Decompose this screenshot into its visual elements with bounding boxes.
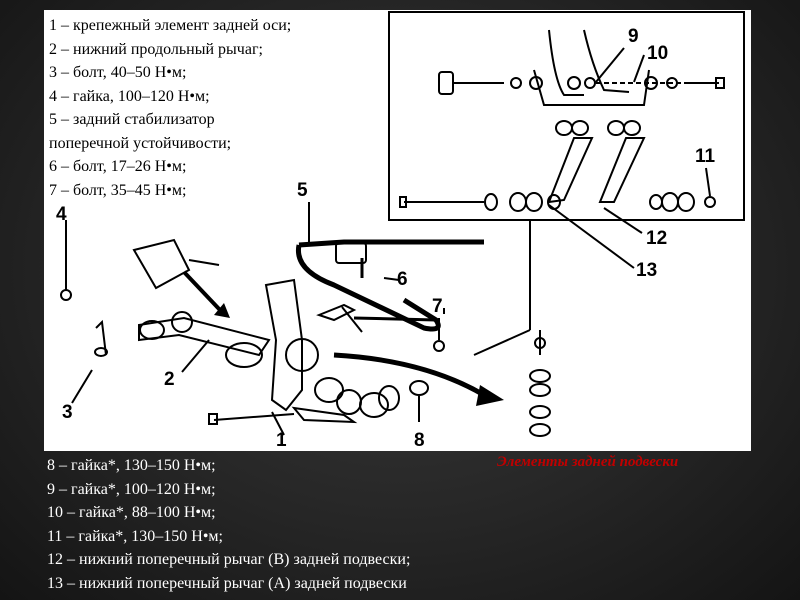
legend-item: 2 – нижний продольный рычаг; [49, 40, 263, 58]
legend-item: 3 – болт, 40–50 Н•м; [49, 64, 187, 81]
legend-item: 11 – гайка*, 130–150 Н•м; [47, 527, 223, 545]
legend-item: 7 – болт, 35–45 Н•м; [49, 181, 187, 199]
callout-7: 7 [432, 296, 443, 317]
suspension-figure: 9 10 11 12 13 5 6 7 4 2 3 1 8 1 – крепеж… [44, 10, 751, 451]
inset-frame [388, 11, 745, 221]
suspension-diagram: 9 10 11 12 13 5 6 7 4 2 3 1 8 [56, 11, 745, 451]
callout-3: 3 [62, 402, 73, 423]
legend-item: 1 – крепежный элемент задней оси; [49, 17, 292, 34]
callout-8: 8 [414, 430, 425, 451]
legend-item: поперечной устойчивости; [49, 134, 232, 152]
callout-2: 2 [164, 369, 175, 390]
callout-6: 6 [397, 269, 408, 290]
figure-caption: Элементы задней подвески [497, 454, 679, 470]
legend-item: 6 – болт, 17–26 Н•м; [49, 158, 187, 175]
legend-item: 10 – гайка*, 88–100 Н•м; [47, 504, 216, 521]
callout-12: 12 [646, 228, 667, 249]
callout-10: 10 [647, 43, 668, 64]
callout-11: 11 [695, 146, 716, 167]
legend-item: 8 – гайка*, 130–150 Н•м; [47, 457, 216, 474]
legend-bottom: 8 – гайка*, 130–150 Н•м; 9 – гайка*, 100… [47, 454, 567, 595]
callout-9: 9 [628, 26, 639, 47]
legend-item: 9 – гайка*, 100–120 Н•м; [47, 480, 216, 498]
legend-item: 5 – задний стабилизатор [49, 111, 215, 128]
legend-item: 12 – нижний поперечный рычаг (B) задней … [47, 551, 411, 568]
callout-1: 1 [276, 430, 287, 451]
callout-13: 13 [636, 260, 657, 281]
legend-top: 1 – крепежный элемент задней оси; 2 – ни… [49, 14, 369, 202]
legend-item: 4 – гайка, 100–120 Н•м; [49, 87, 210, 105]
callout-4: 4 [56, 204, 67, 225]
legend-item: 13 – нижний поперечный рычаг (A) задней … [47, 574, 407, 592]
callout-5: 5 [297, 180, 308, 201]
